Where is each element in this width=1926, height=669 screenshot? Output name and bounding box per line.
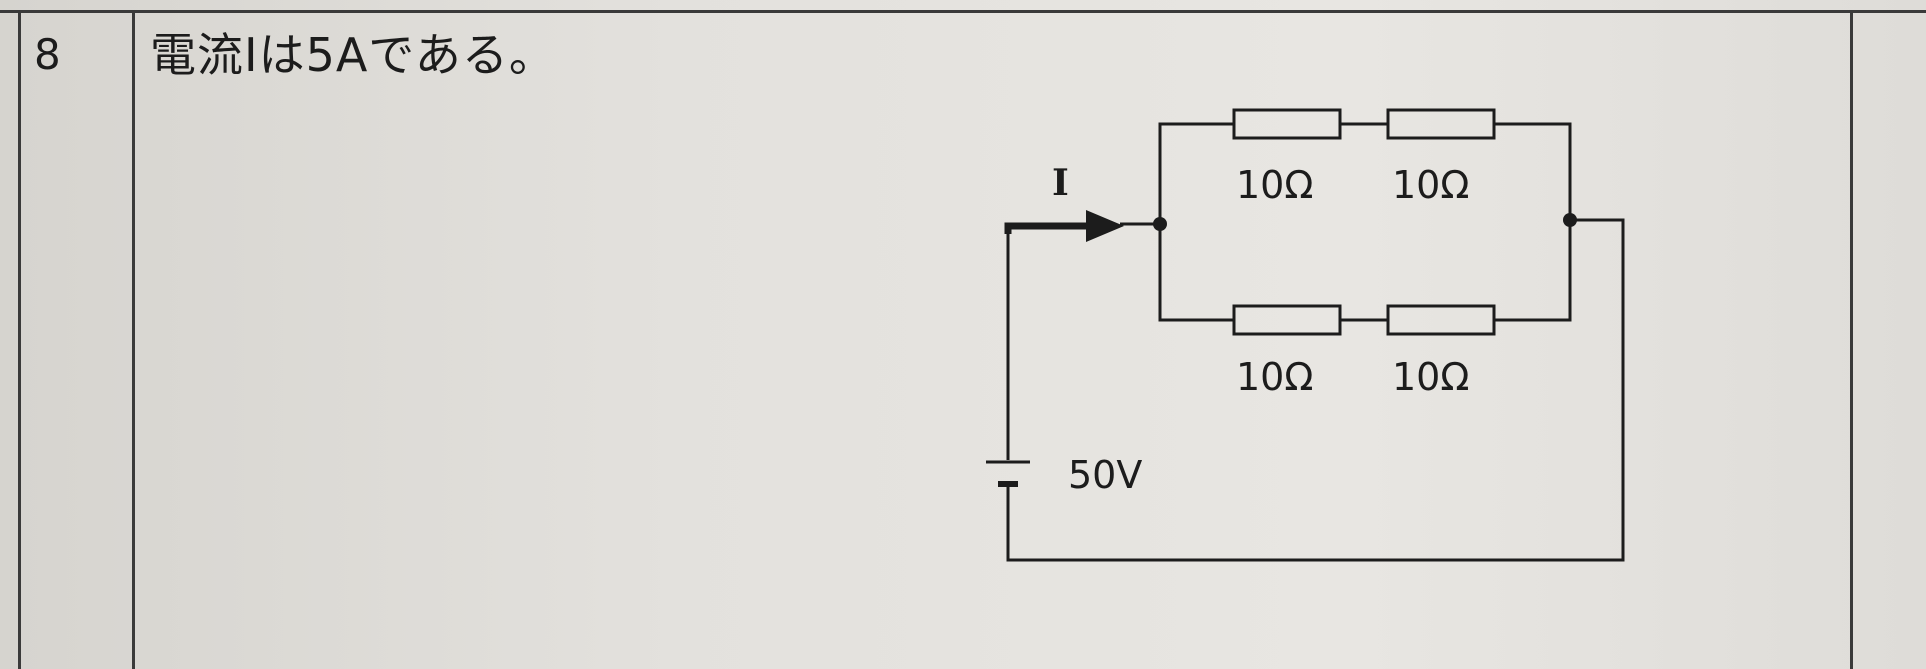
right-junction-node [1563,213,1577,227]
bottom-branch-wire [1158,220,1572,322]
table-top-rule [0,10,1926,13]
resistor-top-left [1232,108,1342,140]
current-arrowhead-icon [1086,210,1124,242]
table-column-rule [132,10,135,669]
resistor-bottom-left [1232,304,1342,336]
resistor-label-bottom-left: 10Ω [1236,355,1313,399]
current-arrow-shaft [1004,222,1090,234]
battery-voltage-label: 50V [1068,453,1142,497]
resistor-label-bottom-right: 10Ω [1392,355,1469,399]
table-left-rule [18,10,21,669]
top-branch-wire [1158,122,1572,224]
question-number: 8 [34,30,61,79]
current-label: I [1052,162,1069,204]
resistor-label-top-left: 10Ω [1236,163,1313,207]
table-right-rule [1850,10,1853,669]
resistor-bottom-right [1386,304,1496,336]
return-wire [1006,218,1625,562]
resistor-label-top-right: 10Ω [1392,163,1469,207]
resistor-top-right [1386,108,1496,140]
question-text: 電流Iは5Aである。 [150,28,556,82]
left-junction-node [1153,217,1167,231]
